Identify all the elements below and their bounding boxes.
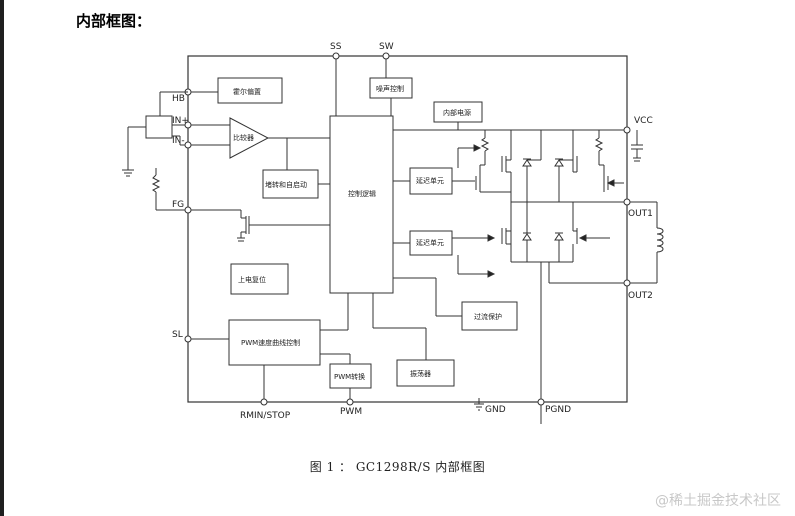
vcc-capacitor bbox=[631, 130, 643, 162]
motor-coil-external bbox=[630, 201, 664, 284]
svg-text:控制逻辑: 控制逻辑 bbox=[348, 189, 376, 198]
block-hall-bias: 霍尔偏置 bbox=[191, 77, 283, 104]
hall-sensor-external bbox=[122, 91, 188, 177]
svg-text:过流保护: 过流保护 bbox=[474, 312, 502, 321]
block-delay-unit-top: 延迟单元 bbox=[393, 144, 482, 195]
svg-text:IN-: IN- bbox=[172, 136, 185, 146]
svg-text:比较器: 比较器 bbox=[233, 133, 254, 142]
svg-text:PWM: PWM bbox=[340, 407, 362, 417]
svg-text:HB: HB bbox=[172, 94, 185, 104]
pin-vcc: VCC bbox=[623, 116, 653, 134]
svg-text:OUT2: OUT2 bbox=[628, 291, 653, 301]
fg-output-transistor bbox=[191, 209, 330, 242]
block-pwm-speed-curve: PWM速度曲线控制 bbox=[191, 293, 351, 399]
svg-text:FG: FG bbox=[172, 200, 184, 210]
section-heading: 内部框图： bbox=[76, 12, 152, 30]
svg-text:SS: SS bbox=[330, 42, 342, 52]
svg-text:PWM转换: PWM转换 bbox=[334, 372, 365, 381]
svg-text:SL: SL bbox=[172, 330, 183, 340]
fg-pullup-external bbox=[151, 168, 185, 211]
page-left-border bbox=[0, 0, 4, 516]
pin-in-plus: IN+ bbox=[172, 116, 192, 129]
svg-text:RMIN/STOP: RMIN/STOP bbox=[240, 411, 291, 421]
block-pwm-convert: PWM转换 bbox=[329, 363, 372, 399]
block-power-on-reset: 上电复位 bbox=[230, 263, 289, 295]
chip-outline bbox=[187, 55, 628, 403]
block-internal-power: 内部电源 bbox=[433, 101, 483, 130]
block-comparator: 比较器 bbox=[191, 117, 330, 170]
block-lock-restart: 堵转和自启动 bbox=[262, 169, 330, 199]
block-delay-unit-bottom: 延迟单元 bbox=[393, 230, 496, 278]
svg-text:堵转和自启动: 堵转和自启动 bbox=[265, 180, 307, 189]
svg-text:上电复位: 上电复位 bbox=[238, 275, 266, 284]
svg-text:VCC: VCC bbox=[634, 116, 653, 126]
svg-text:PGND: PGND bbox=[545, 405, 571, 415]
svg-text:延迟单元: 延迟单元 bbox=[416, 176, 444, 185]
svg-text:GND: GND bbox=[485, 405, 506, 415]
svg-text:噪声控制: 噪声控制 bbox=[376, 84, 404, 93]
pin-pgnd: PGND bbox=[537, 398, 571, 424]
figure-caption: 图 1 ： GC1298R/S 内部框图 bbox=[309, 460, 486, 474]
pin-gnd: GND bbox=[474, 398, 506, 415]
svg-text:SW: SW bbox=[379, 42, 394, 52]
block-control-logic: 控制逻辑 bbox=[329, 115, 394, 294]
block-overcurrent-protect: 过流保护 bbox=[393, 277, 518, 331]
svg-text:振荡器: 振荡器 bbox=[410, 369, 431, 378]
pin-pwm: PWM bbox=[340, 398, 362, 417]
svg-text:内部电源: 内部电源 bbox=[443, 108, 471, 117]
watermark: @稀土掘金技术社区 bbox=[655, 493, 781, 509]
svg-text:PWM速度曲线控制: PWM速度曲线控制 bbox=[241, 338, 300, 347]
svg-text:IN+: IN+ bbox=[172, 116, 189, 126]
svg-text:霍尔偏置: 霍尔偏置 bbox=[233, 87, 261, 96]
block-oscillator: 振荡器 bbox=[372, 293, 455, 387]
h-bridge bbox=[475, 130, 624, 399]
svg-text:延迟单元: 延迟单元 bbox=[416, 238, 444, 247]
svg-text:OUT1: OUT1 bbox=[628, 209, 653, 219]
block-noise-control: 噪声控制 bbox=[369, 77, 413, 116]
